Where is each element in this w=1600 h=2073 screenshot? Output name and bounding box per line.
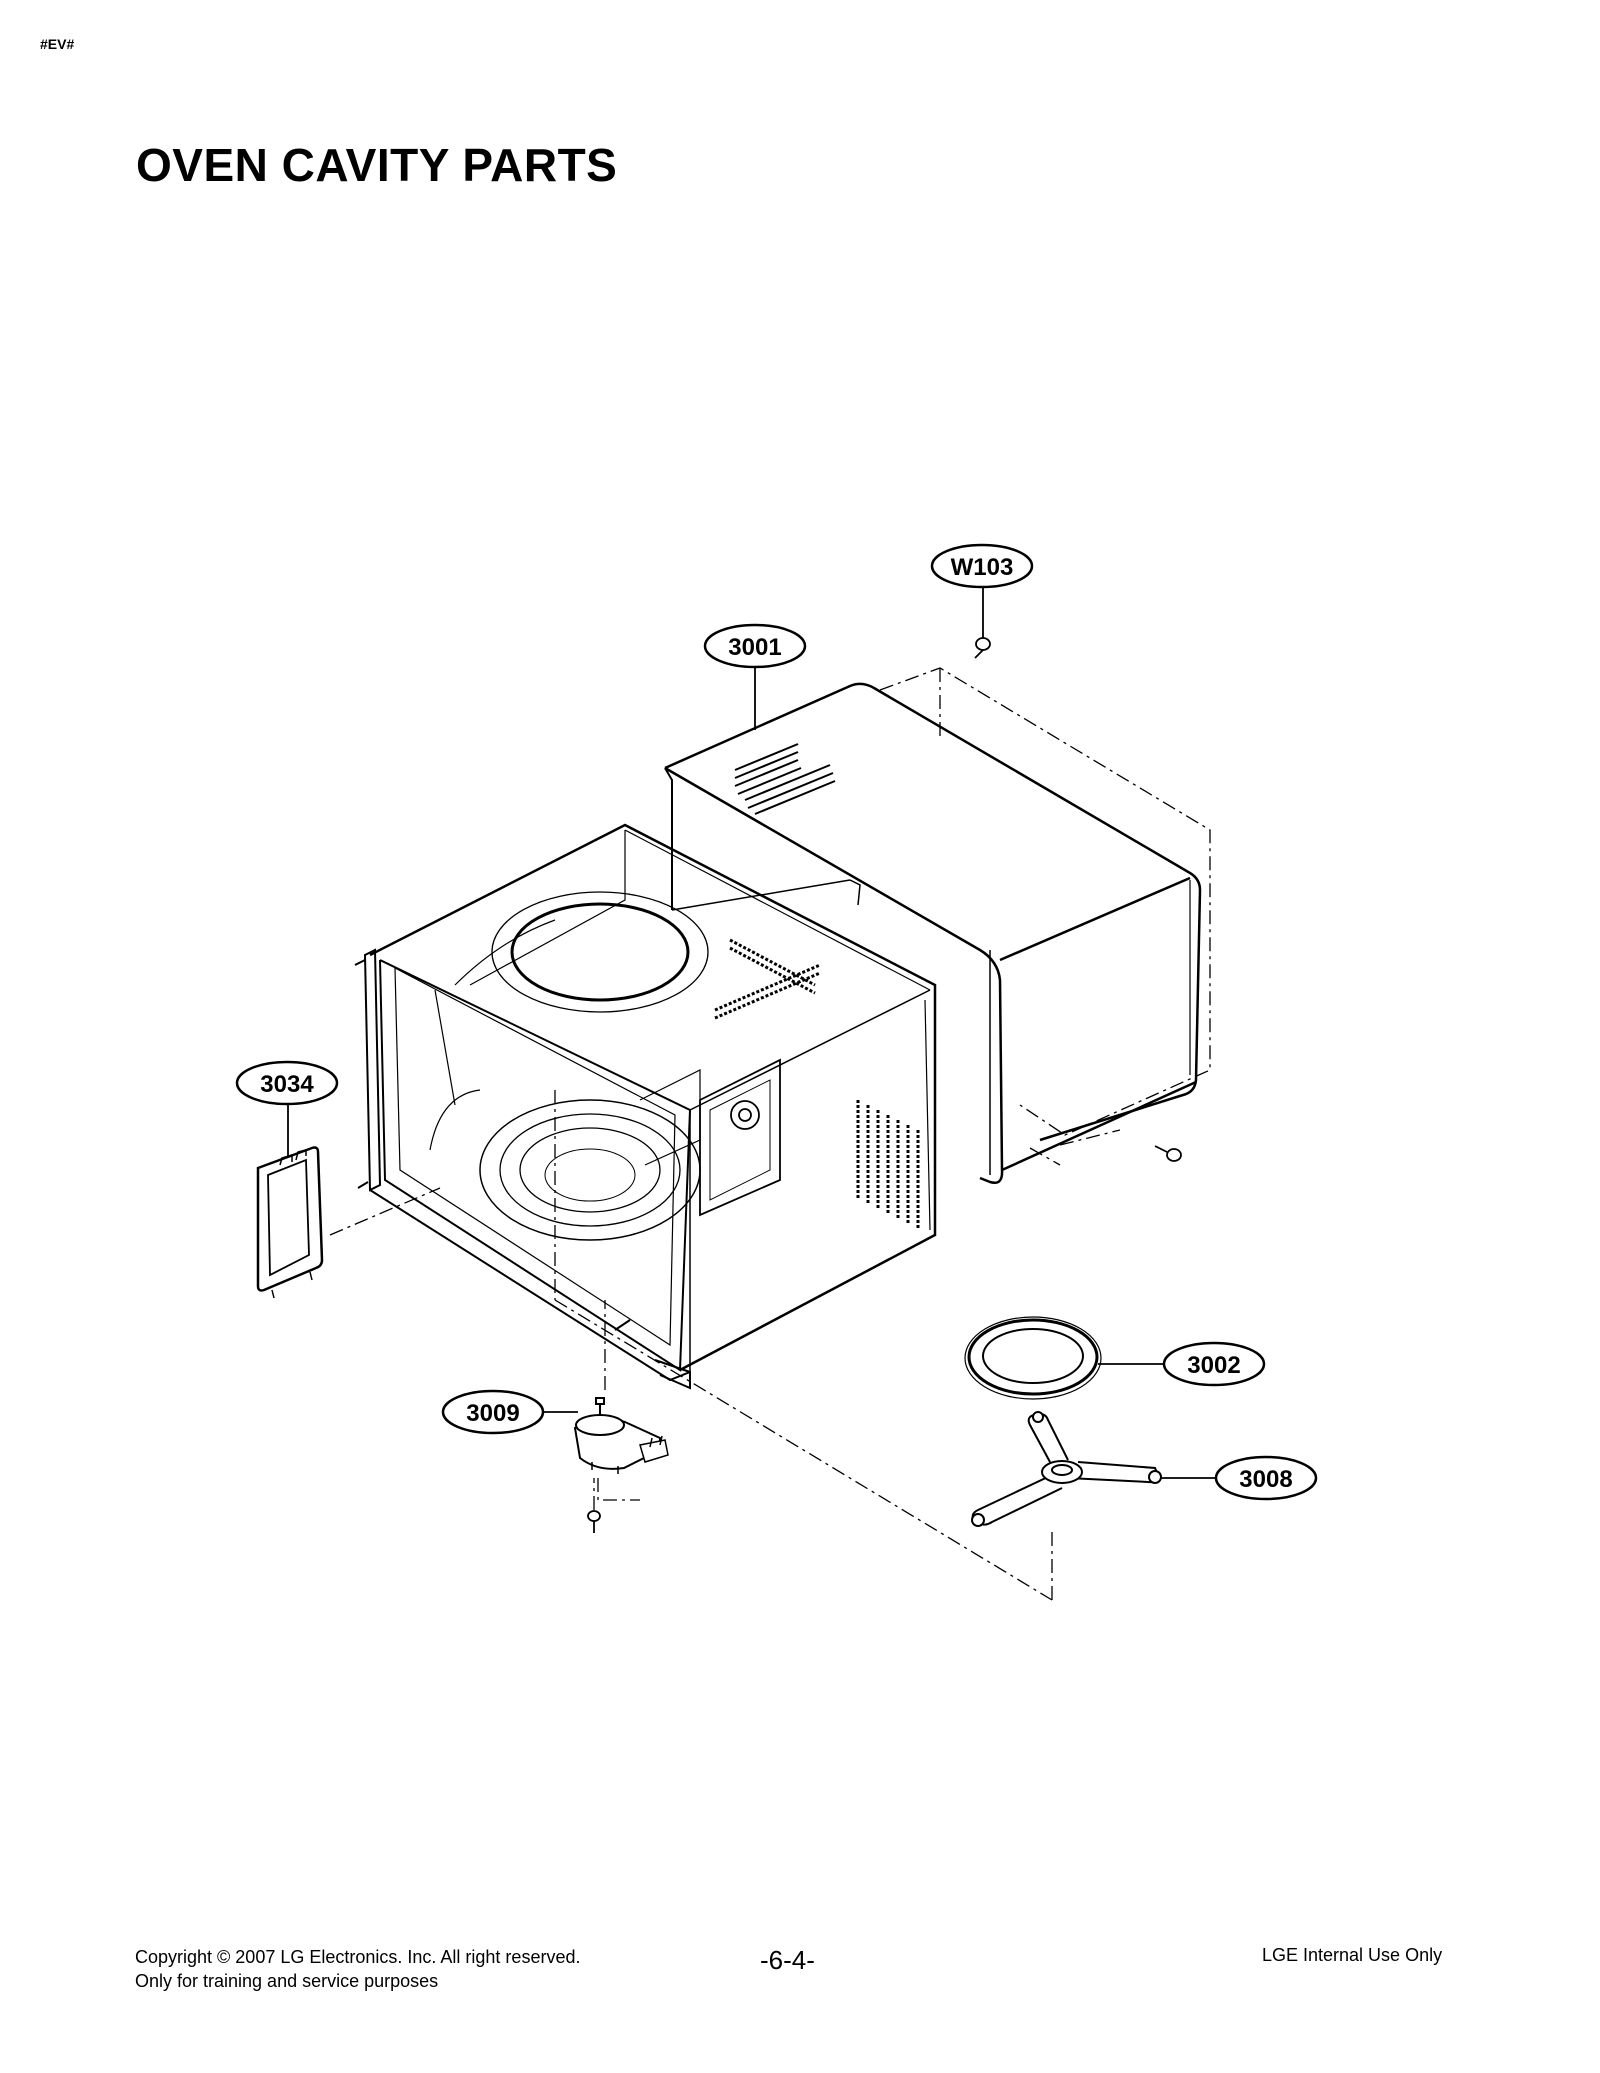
roller-stay-part — [971, 1411, 1162, 1527]
screw-w103-icon — [974, 637, 991, 659]
turntable-motor-part — [573, 1397, 669, 1474]
copyright-line: Copyright © 2007 LG Electronics. Inc. Al… — [135, 1947, 581, 1967]
page-title: OVEN CAVITY PARTS — [136, 139, 618, 191]
callout-w103: W103 — [930, 543, 1034, 589]
callout-3034-label: 3034 — [260, 1071, 314, 1098]
purpose-line: Only for training and service purposes — [135, 1971, 439, 1991]
screw-right-icon — [1154, 1145, 1182, 1162]
oven-cavity-part — [369, 823, 937, 1380]
callout-w103-label: W103 — [951, 554, 1014, 581]
assembly-guide-lines — [329, 1090, 1121, 1601]
callout-3001-label: 3001 — [728, 634, 781, 661]
outer-cabinet-part — [664, 682, 1202, 1184]
page-number: -6-4- — [760, 1945, 815, 1975]
waveguide-cover-part — [256, 1146, 324, 1299]
cabinet-vent-slots — [734, 743, 836, 815]
leader-lines — [287, 588, 1222, 1479]
callout-3002: 3002 — [1162, 1341, 1266, 1387]
cabinet-phantom-outline — [879, 667, 1211, 1136]
document-tag: #EV# — [40, 36, 75, 52]
screw-icons — [587, 637, 1182, 1533]
callout-3001: 3001 — [703, 623, 807, 669]
callout-3008-label: 3008 — [1239, 1466, 1292, 1493]
footer-copyright: Copyright © 2007 LG Electronics. Inc. Al… — [135, 1945, 580, 1993]
glass-turntable-part — [964, 1316, 1102, 1400]
callout-3009: 3009 — [441, 1389, 545, 1435]
cavity-perforation-grid — [714, 938, 920, 1228]
internal-use-note: LGE Internal Use Only — [1262, 1945, 1443, 1965]
callout-3008: 3008 — [1214, 1455, 1318, 1501]
callout-3009-label: 3009 — [466, 1400, 519, 1427]
cavity-front-flange — [354, 948, 691, 1390]
cavity-mount-bracket — [639, 1058, 781, 1217]
screw-motor-icon — [587, 1510, 601, 1533]
callout-3002-label: 3002 — [1187, 1352, 1240, 1379]
callout-3034: 3034 — [235, 1060, 339, 1106]
